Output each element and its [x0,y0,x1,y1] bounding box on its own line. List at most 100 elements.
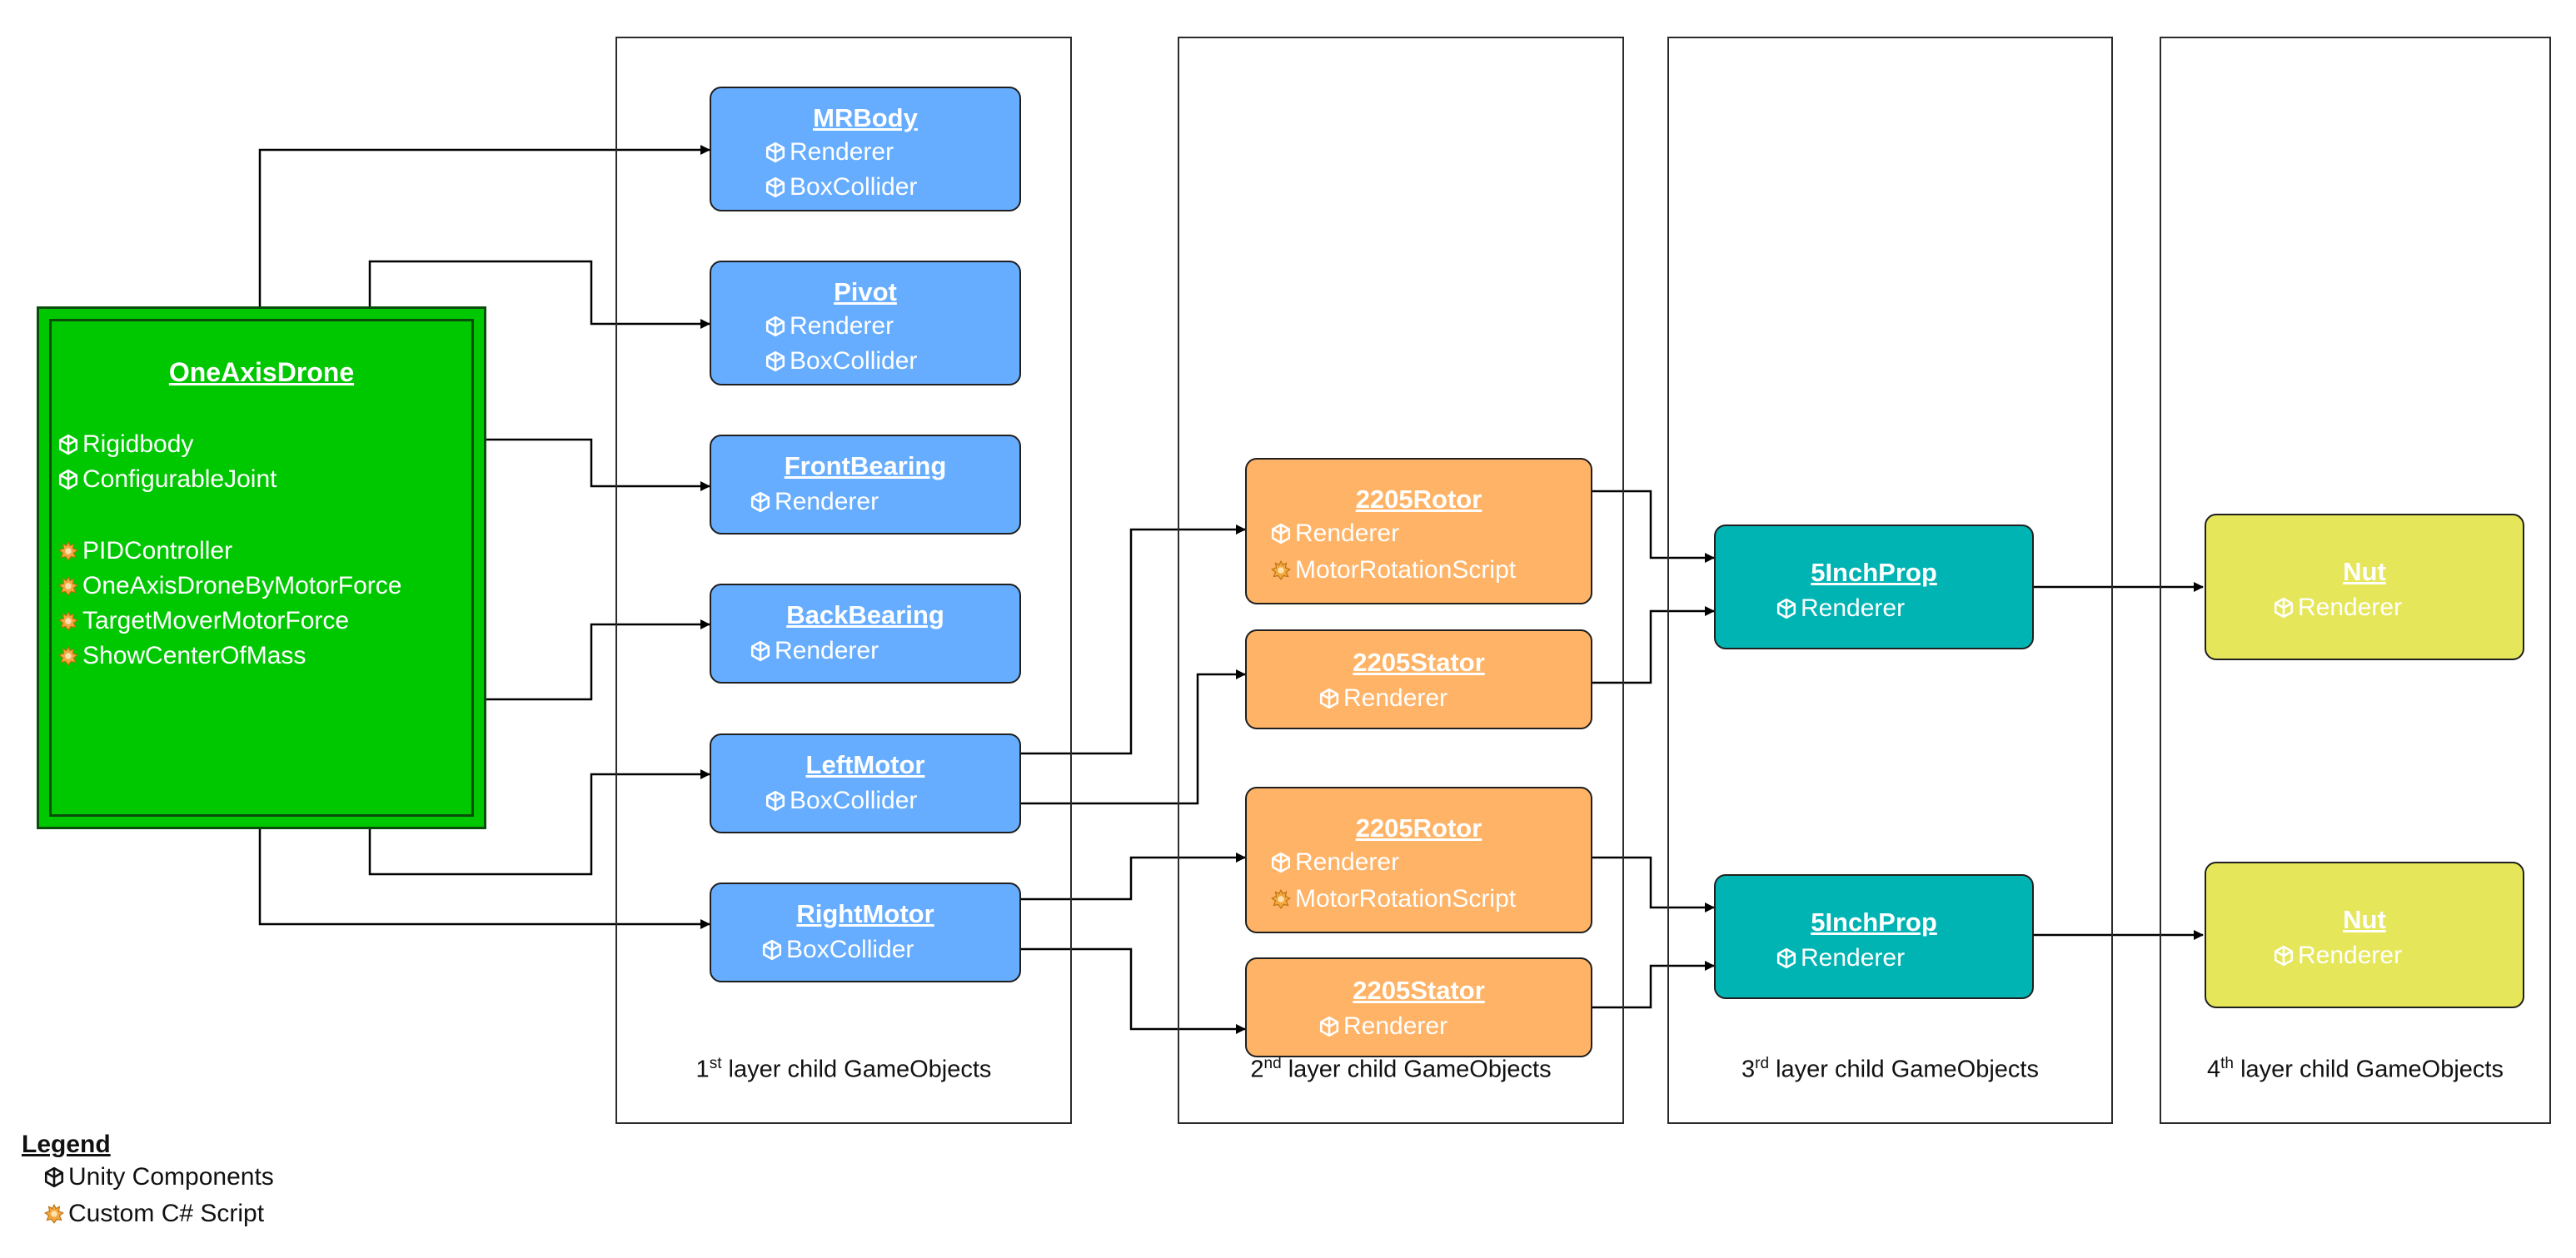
node-title: BackBearing [786,600,944,629]
node-title: 2205Stator [1353,648,1485,677]
layer-2-caption: 2nd layer child GameObjects [1250,1055,1552,1083]
component-item: Renderer [2273,594,2402,622]
component-item: Renderer [1270,848,1399,877]
root-script-item: PIDController [57,537,232,565]
connector-rotor2-prop2 [1592,856,1715,912]
cube-icon [2274,945,2294,967]
script-icon [44,1203,64,1224]
component-item: BoxCollider [765,173,917,201]
cube-icon [765,177,785,198]
connector-rotor1-prop1 [1592,490,1715,563]
connector-leftmotor-stator [1021,669,1246,805]
node-nut-bottom[interactable]: Nut Renderer [2205,862,2524,1008]
node-title: RightMotor [796,899,934,928]
script-icon [58,575,78,596]
component-item: Renderer [2273,942,2402,970]
script-icon [58,610,78,631]
connector-rightmotor-rotor [1021,853,1246,901]
component-item: Renderer [1318,684,1447,713]
connector-root-mrbody [258,145,710,306]
legend-title: Legend [22,1131,111,1158]
connector-rightmotor-stator [1021,947,1246,1034]
component-item: BoxCollider [761,936,914,964]
cube-icon [765,316,785,337]
node-frontbearing[interactable]: FrontBearing Renderer [710,435,1021,535]
node-title: 5InchProp [1811,907,1937,937]
root-node-inner-border [49,319,474,817]
component-item: Renderer [750,637,879,665]
node-2205rotor-right[interactable]: 2205Rotor Renderer MotorRotationScript [1245,787,1592,933]
root-node-oneaxisdrone[interactable]: OneAxisDrone Rigidbody ConfigurableJoint… [37,306,486,829]
component-item: Renderer [1776,594,1905,623]
cube-icon [765,142,785,163]
cube-icon [1776,598,1796,619]
node-5inchprop-bottom[interactable]: 5InchProp Renderer [1714,874,2034,999]
cube-icon [750,640,770,662]
node-2205stator-left[interactable]: 2205Stator Renderer [1245,629,1592,729]
node-nut-top[interactable]: Nut Renderer [2205,514,2524,660]
script-icon [1271,888,1291,909]
legend-item-unity-component: Unity Components [43,1159,274,1196]
layer-4-frame: 4th layer child GameObjects [2160,37,2551,1124]
node-title: Nut [2343,557,2386,586]
node-title: 2205Rotor [1355,485,1482,514]
node-rightmotor[interactable]: RightMotor BoxCollider [710,883,1021,982]
connector-leftmotor-rotor [1021,525,1246,755]
connector-stator1-prop1 [1592,606,1715,684]
node-title: MRBody [813,103,918,132]
component-item: BoxCollider [765,787,917,815]
layer-1-frame: 1st layer child GameObjects [615,37,1072,1124]
node-2205rotor-left[interactable]: 2205Rotor Renderer MotorRotationScript [1245,458,1592,604]
legend: Legend Unity Components Custom C# Script [22,1131,274,1232]
component-item: Renderer [765,138,894,167]
node-title: LeftMotor [805,750,925,779]
layer-1-caption: 1st layer child GameObjects [695,1055,992,1083]
cube-icon [58,469,78,490]
node-5inchprop-top[interactable]: 5InchProp Renderer [1714,525,2034,649]
layer-2-frame: 2nd layer child GameObjects [1178,37,1624,1124]
cube-icon [1319,1016,1339,1037]
cube-icon [2274,597,2294,619]
connector-root-leftmotor [368,769,710,876]
node-title: FrontBearing [784,451,947,480]
layer-3-caption: 3rd layer child GameObjects [1741,1055,2039,1083]
root-component-item: Rigidbody [57,430,193,459]
script-icon [1271,559,1291,580]
legend-item-custom-script: Custom C# Script [43,1196,274,1232]
connector-stator2-prop2 [1592,961,1715,1009]
script-icon [58,645,78,666]
script-icon [58,540,78,561]
root-node-title: OneAxisDrone [168,357,355,387]
component-item: Renderer [1318,1012,1447,1041]
connector-root-backbearing [486,619,710,701]
component-item: BoxCollider [765,347,917,375]
cube-icon [765,351,785,372]
node-2205stator-right[interactable]: 2205Stator Renderer [1245,957,1592,1057]
node-leftmotor[interactable]: LeftMotor BoxCollider [710,733,1021,833]
node-mrbody[interactable]: MRBody Renderer BoxCollider [710,87,1021,211]
node-title: 5InchProp [1811,558,1937,587]
node-title: 2205Stator [1353,976,1485,1005]
root-component-item: ConfigurableJoint [57,465,277,494]
cube-icon [44,1166,64,1188]
cube-icon [1776,947,1796,969]
node-pivot[interactable]: Pivot Renderer BoxCollider [710,261,1021,385]
connector-root-rightmotor [258,829,710,929]
component-item: Renderer [1776,944,1905,972]
root-script-item: ShowCenterOfMass [57,642,306,670]
root-script-item: TargetMoverMotorForce [57,607,349,635]
cube-icon [58,434,78,455]
cube-icon [765,790,785,812]
node-title: Pivot [834,277,897,306]
layer-3-frame: 3rd layer child GameObjects [1667,37,2113,1124]
script-item: MotorRotationScript [1270,556,1516,584]
cube-icon [1271,852,1291,873]
node-backbearing[interactable]: BackBearing Renderer [710,584,1021,684]
cube-icon [1271,523,1291,544]
cube-icon [750,491,770,513]
cube-icon [762,939,782,961]
node-title: 2205Rotor [1355,813,1482,843]
connector-root-pivot [368,260,710,329]
